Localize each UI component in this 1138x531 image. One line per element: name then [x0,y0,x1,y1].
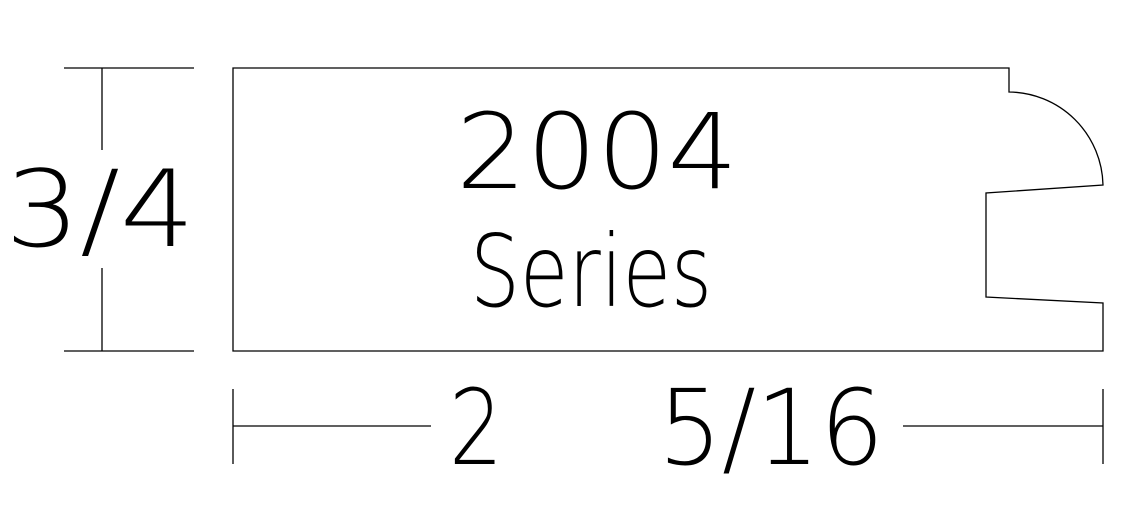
series-number-label: 2004 [456,91,738,213]
height-dimension: 3/4 [5,67,195,352]
width-dimension: 2 5/16 [232,367,1104,489]
width-dimension-fraction: 5/16 [658,367,884,489]
height-dimension-label: 3/4 [5,148,195,271]
width-dimension-whole: 2 [449,367,503,489]
profile-outline [232,67,1104,352]
series-name-label: Series [470,213,712,330]
